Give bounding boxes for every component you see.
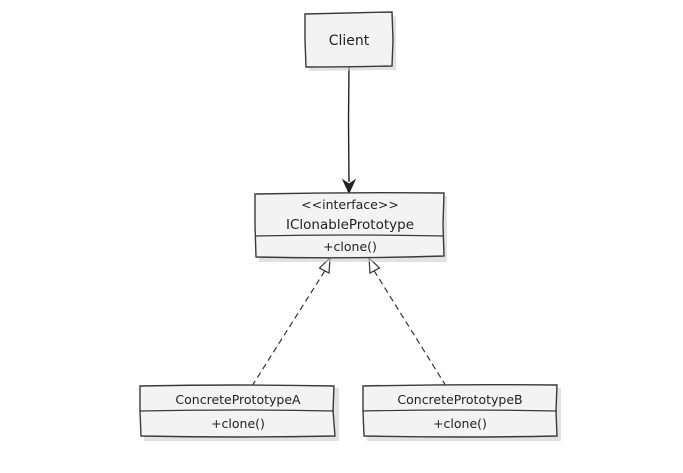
association-client-to-interface	[341, 65, 357, 195]
concrete-prototype-b-box	[362, 383, 558, 438]
concrete-prototype-a-box	[139, 384, 336, 438]
client-class-name: Client	[329, 33, 370, 49]
concrete-prototype-b-method-clone: +clone()	[433, 416, 487, 431]
concrete-prototype-b-separator	[362, 409, 558, 412]
realization-line-a	[251, 268, 327, 387]
interface-class: <<interface>> IClonablePrototype +clone(…	[254, 191, 447, 262]
realization-b-to-interface	[368, 256, 447, 387]
interface-separator	[254, 234, 445, 237]
association-arrowhead	[341, 178, 357, 195]
realization-a-to-interface	[251, 256, 331, 387]
concrete-prototype-b-class: ConcretePrototypeB +clone()	[362, 383, 561, 441]
concrete-prototype-a-method-clone: +clone()	[211, 416, 265, 431]
concrete-prototype-a-name: ConcretePrototypeA	[175, 392, 301, 407]
realization-line-b	[372, 268, 447, 387]
client-class-box	[304, 11, 394, 68]
association-line	[347, 65, 350, 183]
concrete-prototype-a-class: ConcretePrototypeA +clone()	[139, 384, 339, 441]
concrete-prototype-a-separator	[139, 409, 335, 412]
concrete-prototype-b-name: ConcretePrototypeB	[397, 392, 522, 407]
client-class: Client	[304, 11, 396, 71]
interface-method-clone: +clone()	[323, 239, 377, 254]
interface-class-name: IClonablePrototype	[286, 217, 414, 233]
interface-class-box	[254, 191, 445, 259]
interface-stereotype: <<interface>>	[301, 197, 399, 212]
